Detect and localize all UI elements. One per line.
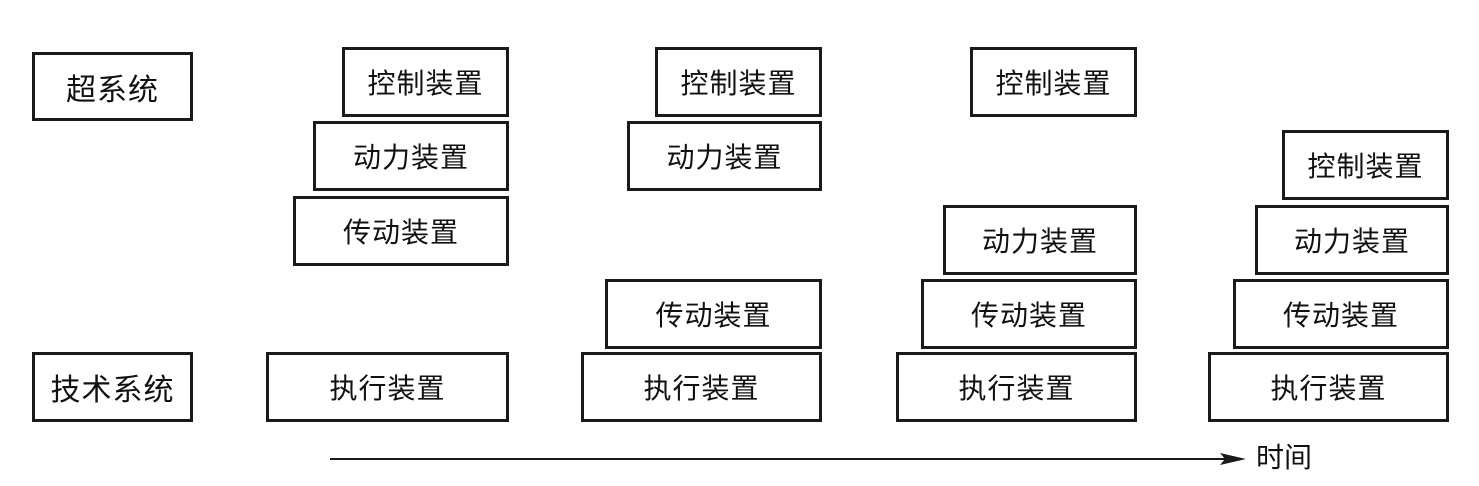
stage-4-execution-box: 执行装置 [1208, 352, 1449, 422]
stage-1-control-box: 控制装置 [342, 47, 509, 117]
stage-3-power-box: 动力装置 [943, 205, 1137, 275]
technical-system-label: 技术系统 [32, 352, 193, 422]
stage-4-power-box: 动力装置 [1255, 205, 1449, 275]
time-label: 时间 [1256, 441, 1313, 474]
stage-4-control-box: 控制装置 [1282, 130, 1449, 200]
stage-1-execution-box: 执行装置 [266, 352, 509, 422]
stage-3-control-box: 控制装置 [970, 47, 1137, 117]
stage-3-execution-box: 执行装置 [896, 352, 1137, 422]
stage-2-execution-box: 执行装置 [581, 352, 822, 422]
super-system-label: 超系统 [32, 52, 193, 121]
stage-3-transmission-box: 传动装置 [921, 279, 1137, 349]
stage-2-transmission-box: 传动装置 [605, 279, 822, 349]
time-arrow-head [1220, 453, 1246, 465]
stage-1-transmission-box: 传动装置 [293, 196, 509, 266]
stage-4-transmission-box: 传动装置 [1233, 279, 1449, 349]
stage-2-control-box: 控制装置 [655, 47, 822, 117]
stage-2-power-box: 动力装置 [627, 121, 822, 191]
stage-1-power-box: 动力装置 [313, 121, 509, 191]
